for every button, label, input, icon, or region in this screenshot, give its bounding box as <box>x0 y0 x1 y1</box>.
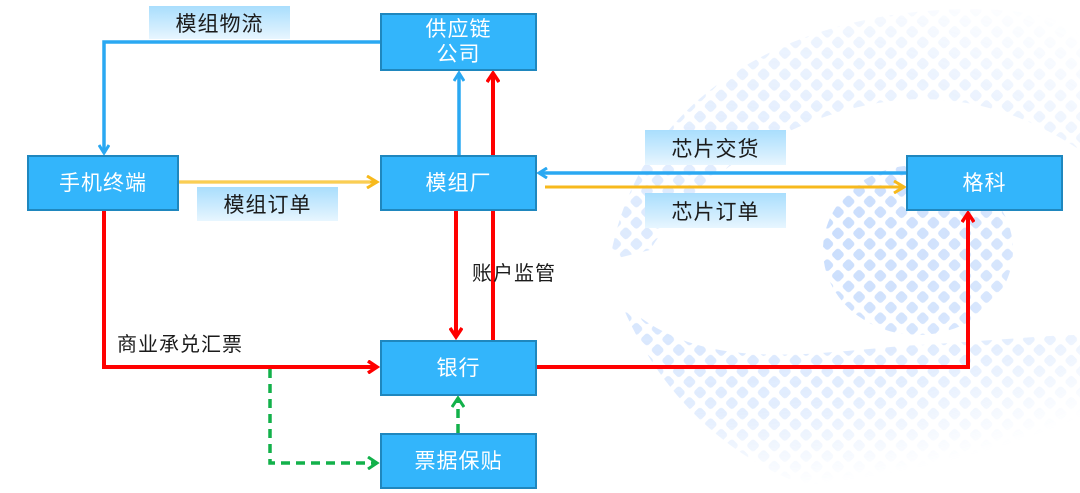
flow-bank-to-galaxycore <box>536 213 968 369</box>
label-module-order: 模组订单 <box>197 187 338 221</box>
node-galaxycore[interactable]: 格科 <box>906 155 1063 211</box>
label-chip-delivery: 芯片交货 <box>645 130 786 165</box>
node-galaxycore-label: 格科 <box>962 170 1007 195</box>
node-bank[interactable]: 银行 <box>380 340 537 396</box>
pattern-arc-upper <box>610 9 1080 260</box>
label-module-logistics: 模组物流 <box>149 6 290 39</box>
label-account-supervision: 账户监管 <box>472 261 556 285</box>
node-supply-chain-line2: 公司 <box>436 42 481 66</box>
node-phone-terminal-label: 手机终端 <box>59 170 147 195</box>
node-bill-guarantee[interactable]: 票据保贴 <box>380 433 537 489</box>
node-supply-chain-line1: 供应链 <box>425 17 492 41</box>
flow-commercial-bill <box>102 210 377 367</box>
label-commercial-acceptance-bill: 商业承兑汇票 <box>117 332 243 356</box>
pattern-arc-lower <box>620 300 1080 493</box>
flow-module-logistics <box>104 40 380 153</box>
flow-bill-to-guarantee <box>268 369 377 463</box>
node-phone-terminal[interactable]: 手机终端 <box>27 155 179 211</box>
label-chip-order: 芯片订单 <box>645 193 786 228</box>
node-supply-chain-company[interactable]: 供应链 公司 <box>380 13 537 71</box>
node-module-factory[interactable]: 模组厂 <box>380 155 537 211</box>
node-bank-label: 银行 <box>436 355 481 380</box>
node-bill-guarantee-label: 票据保贴 <box>414 448 503 473</box>
node-module-factory-label: 模组厂 <box>425 170 492 195</box>
